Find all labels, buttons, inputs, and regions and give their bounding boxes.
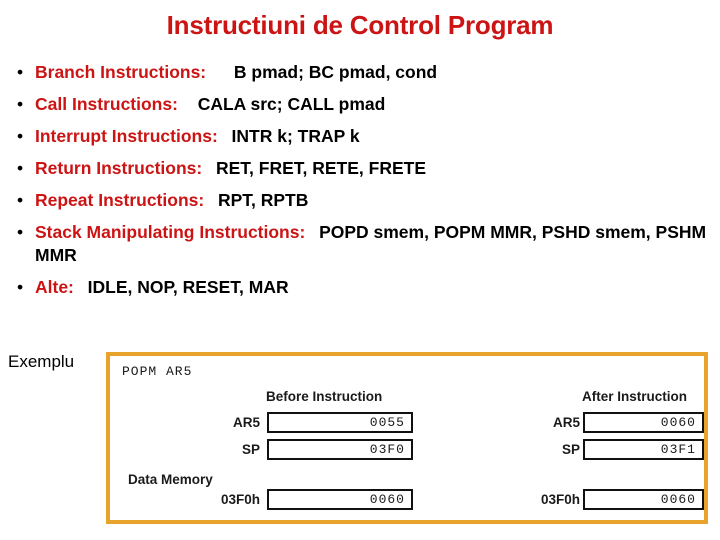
- bullet-marker: •: [17, 158, 24, 178]
- example-diagram-box: POPM AR5 Before Instruction After Instru…: [106, 352, 708, 524]
- bullet-label: Return Instructions:: [35, 158, 203, 178]
- register-label-sp-before: SP: [241, 442, 260, 457]
- bullet-label: Interrupt Instructions:: [35, 126, 218, 146]
- bullet-value: POPD smem, POPM MMR, PSHD smem, PSHM MMR: [35, 222, 707, 265]
- bullet-value: RET, FRET, RETE, FRETE: [215, 158, 427, 178]
- list-item: • Stack Manipulating Instructions: POPD …: [8, 221, 708, 267]
- data-memory-title: Data Memory: [128, 472, 213, 487]
- list-item: • Branch Instructions: B pmad; BC pmad, …: [8, 61, 708, 84]
- column-header-after: After Instruction: [582, 389, 688, 404]
- bullet-label: Stack Manipulating Instructions:: [35, 222, 306, 242]
- value-box-memory-after: 0060: [583, 489, 704, 510]
- list-item: • Alte: IDLE, NOP, RESET, MAR: [8, 276, 708, 299]
- register-label-ar5-before: AR5: [232, 415, 260, 430]
- bullet-marker: •: [17, 126, 24, 146]
- list-item: • Repeat Instructions: RPT, RPTB: [8, 189, 708, 212]
- bullet-value: RPT, RPTB: [217, 190, 309, 210]
- bullet-marker: •: [17, 190, 24, 210]
- register-label-sp-after: SP: [561, 442, 580, 457]
- bullet-value: CALA src; CALL pmad: [197, 94, 386, 114]
- bullet-marker: •: [17, 222, 24, 242]
- bullet-marker: •: [17, 62, 24, 82]
- register-label-ar5-after: AR5: [552, 415, 580, 430]
- list-item: • Call Instructions: CALA src; CALL pmad: [8, 93, 708, 116]
- bullet-value: B pmad; BC pmad, cond: [233, 62, 438, 82]
- value-box-ar5-before: 0055: [267, 412, 413, 433]
- bullet-marker: •: [17, 277, 24, 297]
- memory-address-label-before: 03F0h: [220, 492, 260, 507]
- bullet-value: INTR k; TRAP k: [231, 126, 360, 146]
- list-item: • Return Instructions: RET, FRET, RETE, …: [8, 157, 708, 180]
- list-item: • Interrupt Instructions: INTR k; TRAP k: [8, 125, 708, 148]
- value-box-sp-after: 03F1: [583, 439, 704, 460]
- value-box-memory-before: 0060: [267, 489, 413, 510]
- bullet-label: Branch Instructions:: [35, 62, 207, 82]
- column-header-before: Before Instruction: [266, 389, 383, 404]
- example-label: Exemplu: [8, 352, 75, 371]
- bullet-label: Call Instructions:: [35, 94, 178, 114]
- page-title: Instructiuni de Control Program: [166, 10, 554, 40]
- opcode-text: POPM AR5: [122, 364, 193, 379]
- bullet-label: Alte:: [35, 277, 74, 297]
- value-box-sp-before: 03F0: [267, 439, 413, 460]
- memory-address-label-after: 03F0h: [540, 492, 580, 507]
- bullet-marker: •: [17, 94, 24, 114]
- bullet-label: Repeat Instructions:: [35, 190, 205, 210]
- instruction-category-list: • Branch Instructions: B pmad; BC pmad, …: [8, 61, 708, 308]
- value-box-ar5-after: 0060: [583, 412, 704, 433]
- bullet-value: IDLE, NOP, RESET, MAR: [87, 277, 289, 297]
